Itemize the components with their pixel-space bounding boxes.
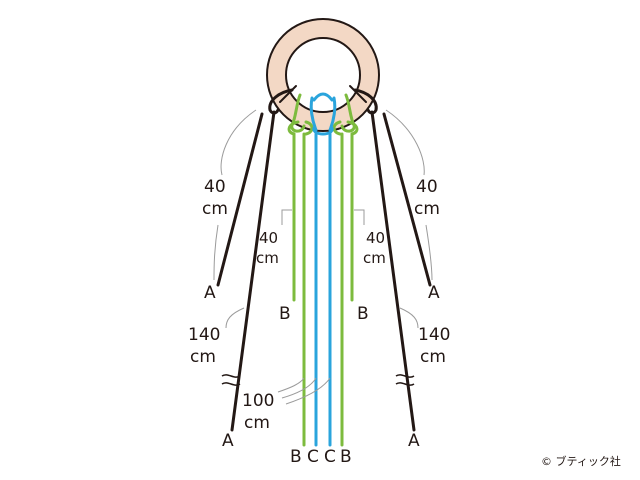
label-a-top-right-length: 40: [416, 177, 438, 197]
break-a-left: [221, 374, 241, 386]
label-bottom-c2: C: [324, 447, 336, 467]
label-b-left-length: 40: [259, 229, 278, 247]
label-a-mid-right: A: [428, 283, 440, 303]
cord-c-group: [309, 92, 337, 447]
label-a-low-right-unit: cm: [420, 347, 446, 367]
guide-b-left-40: [281, 209, 292, 225]
label-a-low-left-length: 140: [188, 325, 220, 345]
label-a-end-left: A: [222, 431, 234, 451]
cord-a-right-knot: [353, 88, 378, 115]
cord-a-left-1: [216, 112, 264, 287]
cord-a-right-1: [382, 112, 432, 287]
cord-b-right-loop: [332, 120, 359, 136]
cord-a-left-knot: [268, 88, 294, 115]
label-b-mid-left: B: [279, 304, 291, 324]
label-a-end-right: A: [408, 431, 420, 451]
label-a-top-left-length: 40: [204, 177, 226, 197]
publisher-credit: © ブティック社: [541, 454, 621, 468]
cord-c-loop: [312, 126, 334, 136]
label-bottom-b1: B: [290, 447, 302, 467]
cord-a-left-2: [230, 110, 276, 432]
label-c-length: 100: [242, 391, 274, 411]
break-marks: [221, 374, 415, 386]
guide-b-right-40: [354, 209, 365, 225]
labels: 40 cm 40 cm 40 cm 40 cm A A B B 140 cm 1…: [188, 177, 621, 468]
break-a-right: [395, 374, 415, 386]
cord-a-right-ends: [349, 85, 367, 103]
label-a-low-right-length: 140: [418, 325, 450, 345]
guide-a-right-40: [385, 109, 433, 281]
label-b-left-unit: cm: [256, 249, 279, 267]
guide-c-100: [277, 377, 331, 405]
cord-a-group: [216, 85, 432, 432]
ring-inner: [285, 37, 361, 113]
label-b-right-length: 40: [366, 229, 385, 247]
guide-lines: [213, 109, 433, 405]
guide-a-right-140: [399, 307, 419, 329]
label-b-mid-right: B: [357, 304, 369, 324]
guide-a-left-140: [225, 307, 245, 329]
label-a-low-left-unit: cm: [190, 347, 216, 367]
cord-b-left-loop: [287, 120, 314, 136]
label-a-top-right-unit: cm: [414, 199, 440, 219]
cord-a-left-ends: [279, 85, 297, 103]
label-bottom-c1: C: [307, 447, 319, 467]
label-b-right-unit: cm: [363, 249, 386, 267]
guide-a-left-40: [213, 109, 257, 281]
cord-a-right-2: [370, 110, 416, 432]
label-bottom-b2: B: [340, 447, 352, 467]
label-a-mid-left: A: [204, 283, 216, 303]
cord-b-group: [287, 93, 359, 447]
wooden-ring: [266, 18, 380, 132]
label-a-top-left-unit: cm: [202, 199, 228, 219]
label-c-unit: cm: [244, 413, 270, 433]
